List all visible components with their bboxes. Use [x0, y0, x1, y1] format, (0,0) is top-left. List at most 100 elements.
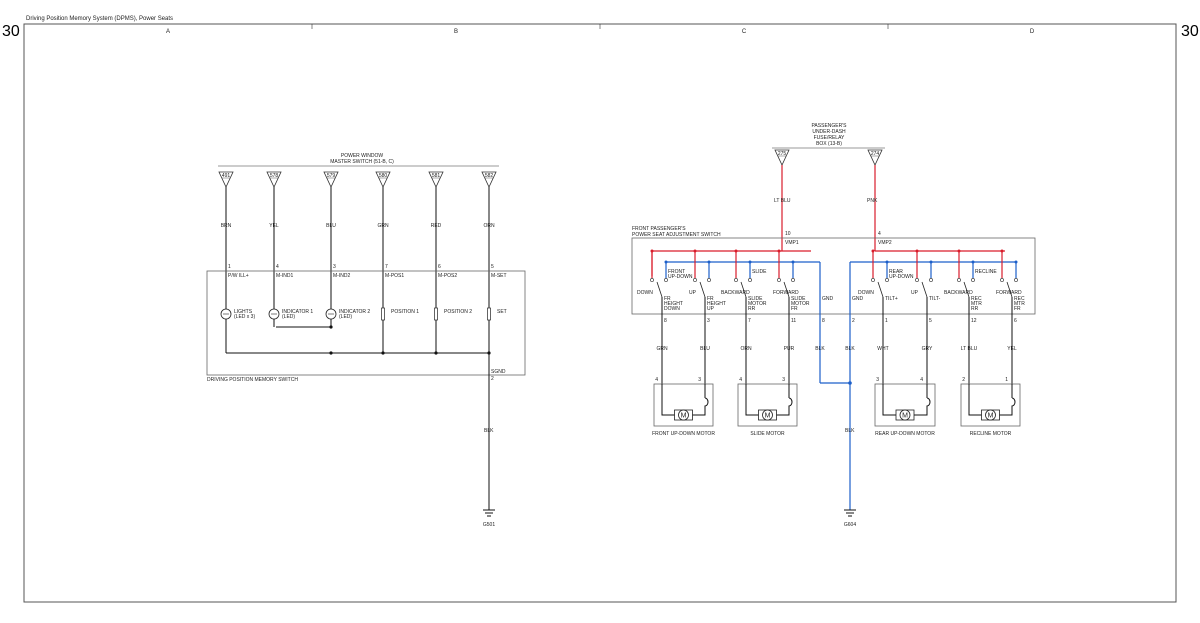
wire-color-label: BLK [815, 346, 825, 352]
pin-number: 12 [971, 318, 977, 324]
pin-number: 2 [852, 318, 855, 324]
pin-number: 5 [929, 318, 932, 324]
fuse-box-label-1: PASSENGER'S [811, 123, 847, 129]
motor-label: REAR UP-DOWN MOTOR [875, 431, 935, 437]
wire-color-label: WHT [877, 346, 888, 352]
connector-terminal-icon [481, 171, 497, 188]
rocker-switch-icon [699, 281, 706, 298]
column-label-d: D [1030, 29, 1035, 35]
memory-switch-module-label: DRIVING POSITION MEMORY SWITCH [207, 377, 298, 383]
wire-color-label: GRY [922, 346, 933, 352]
motor-symbol: M [681, 413, 687, 420]
pin-number: 1 [885, 318, 888, 324]
wire-color-label: BLU [700, 346, 710, 352]
component-label: (LED x 3) [234, 314, 255, 320]
output-signal-name: REC [1014, 296, 1025, 302]
output-signal-name: SLIDE [791, 296, 806, 302]
pin-number: 10 [785, 231, 791, 237]
signal-name: M-IND1 [276, 273, 293, 279]
pin-number: 6 [1014, 318, 1017, 324]
rocker-switch-icon [877, 281, 884, 298]
fuse-box-label-3: FUSE/RELAY [814, 135, 845, 141]
seat-switch-title-1: FRONT PASSENGER'S [632, 226, 686, 232]
connector-number: 582 [485, 173, 494, 179]
pin-number: 11 [791, 318, 796, 324]
page-number-left: 30 [2, 23, 20, 40]
master-switch-title-1: POWER WINDOW [341, 153, 383, 159]
connector-terminal-icon [774, 149, 790, 166]
wire-color-label: ORN [483, 223, 495, 229]
wire-color-label: YEL [269, 223, 279, 229]
motor-icon [762, 409, 773, 421]
wire-color-label: RED [431, 223, 442, 229]
rocker-switch-icon [921, 281, 928, 298]
switch-group-label: RECLINE [975, 269, 997, 275]
motor-pin-number: 2 [962, 377, 965, 383]
signal-name: M-SET [491, 273, 507, 279]
rocker-switch-icon [963, 281, 970, 298]
motor-box [960, 383, 1021, 427]
page-number-right: 30 [1181, 23, 1199, 40]
fuse-box-label-2: UNDER-DASH [812, 129, 846, 135]
component-label: INDICATOR 2 [339, 309, 370, 315]
output-signal-name: UP [707, 306, 715, 312]
signal-name: M-IND2 [333, 273, 350, 279]
motor-symbol: M [902, 413, 908, 420]
driving-position-memory-switch-circuit: POWER WINDOW MASTER SWITCH (51-B, C) 491… [206, 153, 526, 528]
wire-color-label: GRN [656, 346, 668, 352]
wire-color-label: ORN [740, 346, 752, 352]
left-ground-wire-color: BLK [484, 428, 494, 434]
connector-terminal-icon [428, 171, 444, 188]
ground-g501-label: G501 [483, 522, 495, 528]
output-signal-name: HEIGHT [707, 301, 726, 307]
rocker-switch-icon [1006, 281, 1013, 298]
motor-icon [985, 409, 996, 421]
connector-number: 274 [871, 151, 880, 157]
component-label: POSITION 1 [391, 309, 419, 315]
pin-number: 7 [385, 264, 388, 270]
column-label-b: B [454, 29, 458, 35]
wire-color-label: YEL [1007, 346, 1017, 352]
rocker-switch-icon [656, 281, 663, 298]
pin-number: 3 [333, 264, 336, 270]
switch-direction-label: BACKWARD [721, 290, 750, 296]
switch-direction-label: FORWARD [773, 290, 799, 296]
output-signal-name: DOWN [664, 306, 680, 312]
output-signal-name: TILT- [929, 296, 941, 302]
wire-color-label: PUR [784, 346, 795, 352]
component-label: INDICATOR 1 [282, 309, 313, 315]
signal-name: P/W ILL+ [228, 273, 249, 279]
pin-number: 8 [822, 318, 825, 324]
seat-switch-module-box [631, 237, 1036, 315]
motor-pin-number: 3 [698, 377, 701, 383]
motor-pin-number: 3 [876, 377, 879, 383]
motor-box [737, 383, 798, 427]
push-switch-icon [434, 307, 438, 321]
motor-pin-number: 4 [739, 377, 742, 383]
motor-label: RECLINE MOTOR [970, 431, 1012, 437]
output-signal-name: HEIGHT [664, 301, 683, 307]
output-signal-name: REC [971, 296, 982, 302]
switch-group-label: UP-DOWN [889, 274, 914, 280]
connector-terminal-icon [266, 171, 282, 188]
diagram-title: Driving Position Memory System (DPMS), P… [26, 16, 173, 22]
connector-terminal-icon [375, 171, 391, 188]
drawing-frame [23, 23, 1177, 603]
switch-group-label: UP-DOWN [668, 274, 693, 280]
pin-number: 4 [276, 264, 279, 270]
column-label-c: C [742, 29, 747, 35]
component-label: LIGHTS [234, 309, 253, 315]
connector-number: 275 [778, 151, 787, 157]
motor-label: SLIDE MOTOR [750, 431, 785, 437]
signal-name: VMP1 [785, 240, 799, 246]
right-ground-wire-color: BLK [845, 428, 855, 434]
rocker-switch-icon [783, 281, 790, 298]
output-signal-name: RR [971, 306, 979, 312]
component-label: POSITION 2 [444, 309, 472, 315]
power-seat-adjustment-circuit: PASSENGER'S UNDER-DASH FUSE/RELAY BOX (1… [631, 123, 1036, 528]
motor-icon [678, 409, 689, 421]
sgnd-label: SGND [491, 369, 506, 375]
pin-number: 8 [664, 318, 667, 324]
connector-terminal-icon [218, 171, 234, 188]
